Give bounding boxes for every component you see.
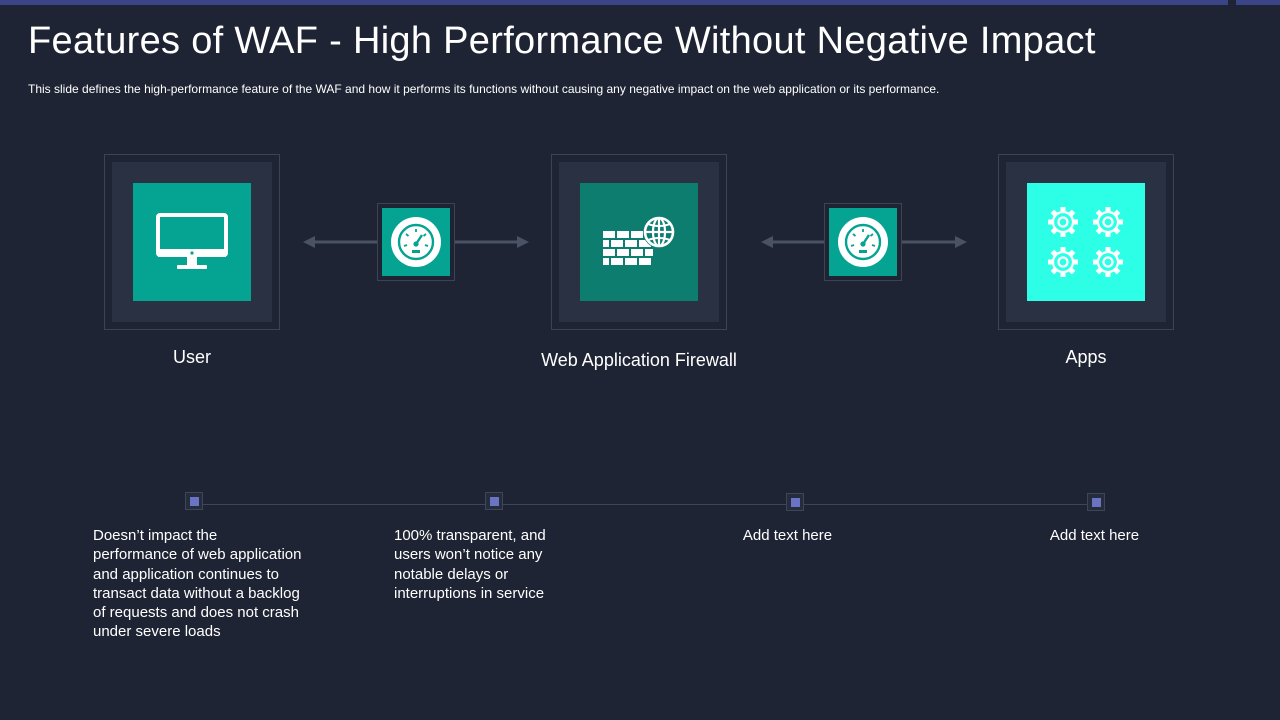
timeline-marker-2	[485, 492, 503, 510]
node-apps-label: Apps	[1065, 347, 1107, 367]
node-apps-tile	[1027, 183, 1145, 301]
connector-gauge-1	[377, 203, 455, 281]
feature-text-3: Add text here	[742, 527, 833, 544]
node-user-tile	[133, 183, 251, 301]
feature-text-4: Add text here	[1049, 527, 1140, 544]
node-waf-frame	[559, 162, 719, 322]
firewall-globe-icon	[603, 216, 675, 265]
timeline-line	[194, 504, 1096, 505]
speedometer-icon	[838, 217, 888, 267]
timeline-marker-dot	[189, 496, 199, 506]
timeline-marker-4	[1087, 493, 1105, 511]
gears-icon	[1046, 205, 1125, 279]
speedometer-icon	[391, 217, 441, 267]
connector-gauge-1-tile	[382, 208, 450, 276]
connector-gauge-2	[824, 203, 902, 281]
node-user-label: User	[172, 347, 211, 367]
connector-gauge-2-tile	[829, 208, 897, 276]
feature-text-1: Doesn’t impact the performance of web ap…	[93, 527, 302, 641]
top-accent-bar-end	[1236, 0, 1280, 5]
timeline-marker-dot	[790, 497, 800, 507]
node-user	[104, 154, 280, 330]
node-user-frame	[112, 162, 272, 322]
timeline-marker-3	[786, 493, 804, 511]
timeline-marker-dot	[489, 496, 499, 506]
timeline-marker-dot	[1091, 497, 1101, 507]
top-accent-bar	[0, 0, 1228, 5]
timeline-marker-1	[185, 492, 203, 510]
node-waf-label: Web Application Firewall	[541, 350, 737, 370]
slide-subtitle: This slide defines the high-performance …	[28, 82, 940, 96]
node-apps-frame	[1006, 162, 1166, 322]
node-apps	[998, 154, 1174, 330]
node-waf	[551, 154, 727, 330]
monitor-icon	[156, 213, 228, 269]
feature-text-2: 100% transparent, and users won’t notice…	[394, 527, 546, 602]
node-waf-tile	[580, 183, 698, 301]
slide-title: Features of WAF - High Performance Witho…	[28, 20, 1096, 62]
